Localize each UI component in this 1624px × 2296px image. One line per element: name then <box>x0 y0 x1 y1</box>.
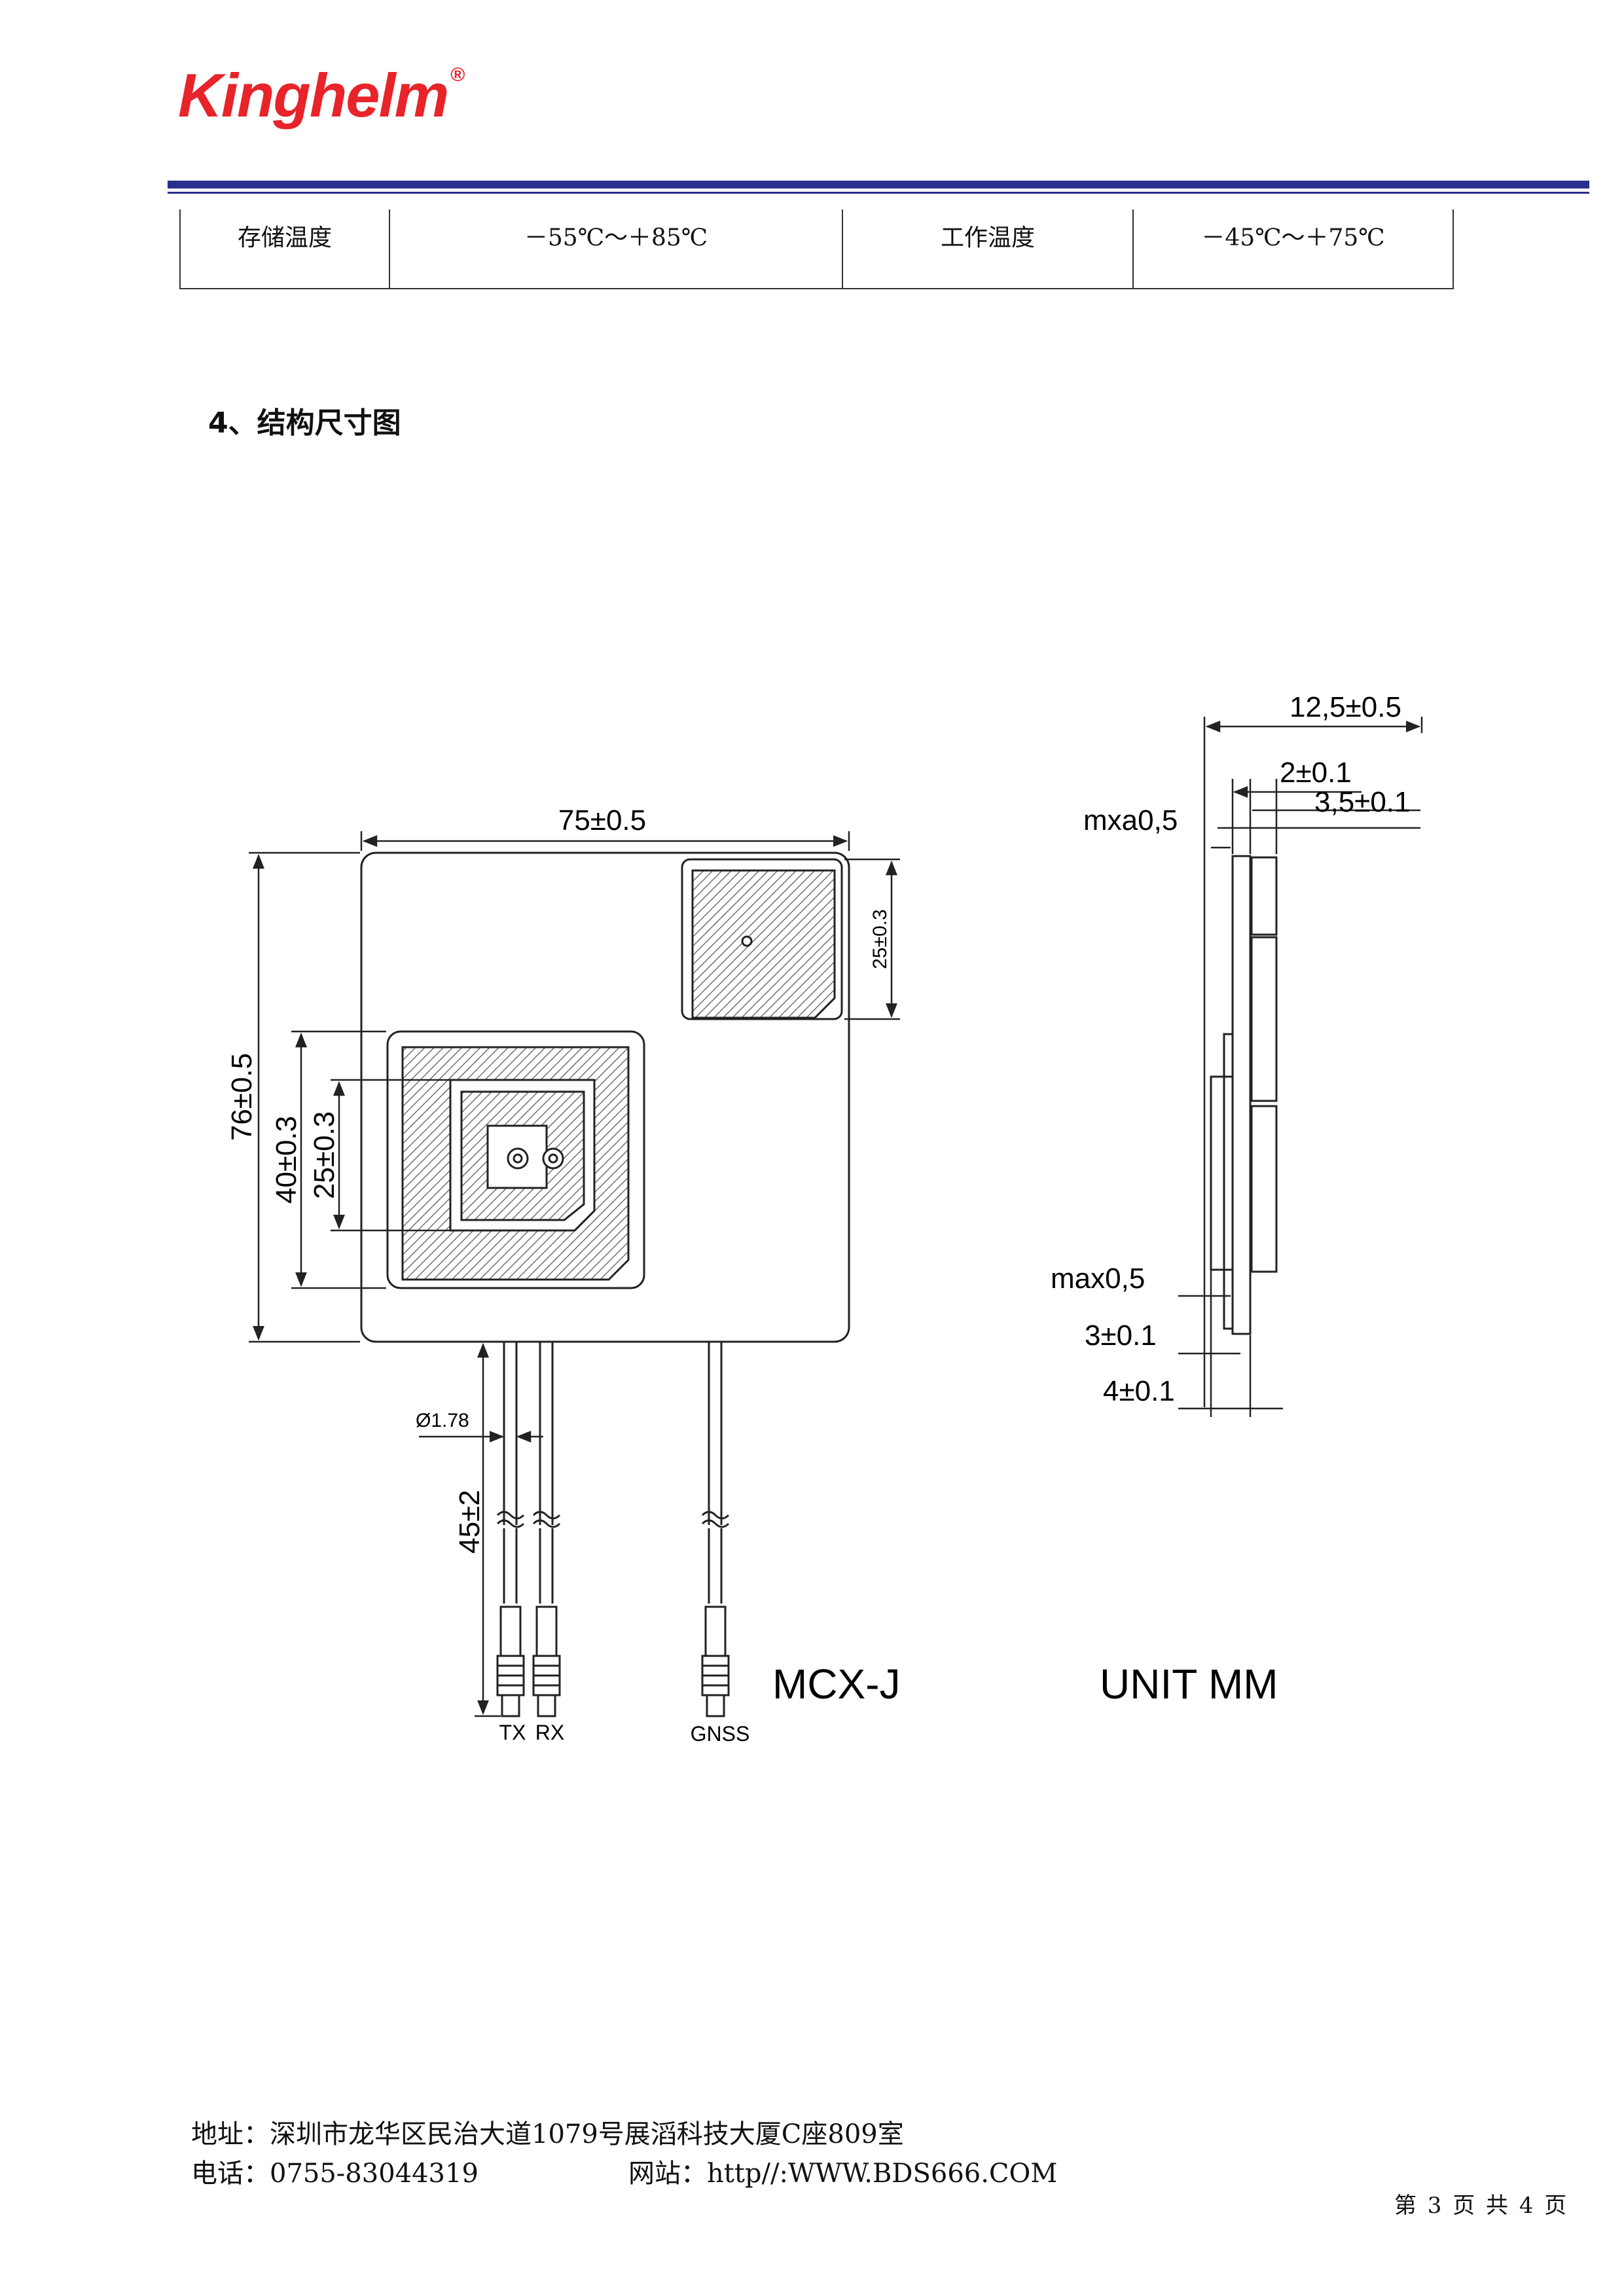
connector-tx <box>496 1605 525 1717</box>
header-rule-thin <box>168 192 1589 194</box>
footer-phone: 电话：0755-83044319 <box>191 2159 478 2189</box>
label-cable-diameter: Ø1.78 <box>416 1410 469 1431</box>
label-side-mxa: mxa0,5 <box>1083 804 1178 836</box>
label-big-inner: 25±0.3 <box>308 1111 340 1199</box>
label-front-height: 76±0.5 <box>226 1053 258 1141</box>
big-patch-feed-2 <box>542 1147 564 1170</box>
registered-mark: ® <box>450 64 465 86</box>
label-side-b: 3,5±0.1 <box>1314 786 1410 818</box>
kinghelm-logo: Kinghelm® <box>178 60 465 131</box>
small-patch-feed <box>741 935 753 947</box>
big-patch-frame <box>386 1030 645 1289</box>
cables <box>496 1342 730 1604</box>
footer-website: 网站：http//:WWW.BDS666.COM <box>628 2159 1058 2189</box>
big-patch-feed-2-inner <box>548 1153 558 1164</box>
label-tx: TX <box>499 1721 526 1744</box>
storage-temp-label: 存储温度 <box>179 209 390 289</box>
side-view <box>1210 855 1278 1335</box>
temperature-spec-table: 存储温度 －55℃～＋85℃ 工作温度 －45℃～＋75℃ <box>179 209 1454 289</box>
label-side-total: 12,5±0.5 <box>1290 691 1401 723</box>
label-side-max: max0,5 <box>1051 1263 1145 1295</box>
big-patch-feed-1-inner <box>513 1153 523 1164</box>
header-rule-thick <box>168 181 1589 188</box>
label-connector-type: MCX-J <box>772 1660 901 1708</box>
label-side-c: 3±0.1 <box>1085 1319 1157 1352</box>
footer-address: 地址：深圳市龙华区民治大道1079号展滔科技大厦C座809室 <box>191 2119 904 2149</box>
storage-temp-value: －55℃～＋85℃ <box>389 209 843 289</box>
label-front-width: 75±0.5 <box>558 804 646 836</box>
logo-text: Kinghelm <box>178 61 449 130</box>
big-patch-feed-1 <box>507 1147 529 1170</box>
connector-rx <box>532 1605 561 1717</box>
label-big-outer: 40±0.3 <box>270 1116 302 1204</box>
small-patch-ceramic <box>691 869 836 1019</box>
working-temp-value: －45℃～＋75℃ <box>1132 209 1454 289</box>
label-unit: UNIT MM <box>1100 1660 1278 1708</box>
label-side-d: 4±0.1 <box>1103 1375 1175 1407</box>
label-small-patch: 25±0.3 <box>869 909 891 969</box>
label-side-a: 2±0.1 <box>1280 757 1352 789</box>
label-rx: RX <box>535 1721 564 1744</box>
working-temp-label: 工作温度 <box>842 209 1134 289</box>
small-patch-frame <box>681 858 843 1020</box>
table-row: 存储温度 －55℃～＋85℃ 工作温度 －45℃～＋75℃ <box>179 209 1454 289</box>
connector-gnss <box>701 1605 730 1717</box>
label-cable-length: 45±2 <box>454 1490 486 1554</box>
section-title: 4、结构尺寸图 <box>208 406 401 440</box>
front-board-outline <box>360 852 850 1343</box>
page-number: 第 3 页 共 4 页 <box>1394 2193 1567 2219</box>
label-gnss: GNSS <box>691 1722 750 1746</box>
